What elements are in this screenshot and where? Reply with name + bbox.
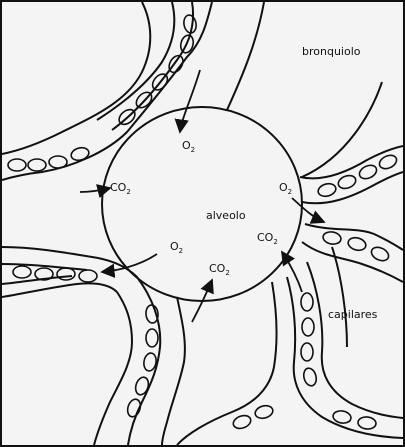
arrow-co2-right — [282, 252, 302, 292]
bronchiole-wall-left — [227, 2, 264, 110]
capillary-right — [300, 146, 403, 282]
red-blood-cells — [8, 14, 399, 431]
arrow-o2-right — [292, 198, 324, 222]
label-co2-left: CO2 — [110, 182, 131, 193]
label-o2-bottom: O2 — [170, 241, 183, 252]
arrow-o2-in-top — [180, 70, 200, 132]
label-co2-bottom: CO2 — [209, 263, 230, 274]
capillary-top-left — [2, 2, 212, 180]
arrow-co2-left — [80, 188, 110, 192]
capillary-bottom-right — [177, 247, 403, 445]
label-o2-top: O2 — [182, 140, 195, 151]
label-capilares: capilares — [328, 309, 377, 320]
arrow-o2-bottom-left — [102, 254, 157, 272]
capillary-bottom-center — [94, 277, 185, 445]
bronchiole-wall-right — [302, 82, 382, 177]
label-o2-right: O2 — [279, 182, 292, 193]
label-co2-right: CO2 — [257, 232, 278, 243]
label-alveolo: alveolo — [206, 210, 246, 221]
label-bronquiolo: bronquiolo — [302, 46, 361, 57]
